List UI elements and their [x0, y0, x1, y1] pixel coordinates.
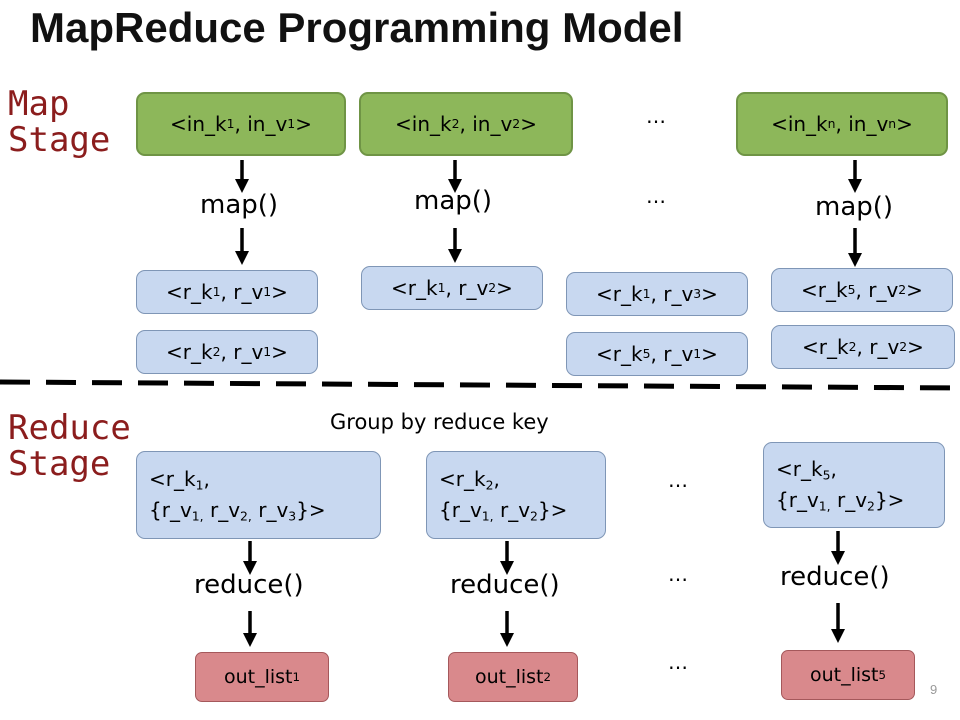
map-stage-label: Map Stage	[8, 84, 111, 160]
ellipsis: …	[668, 468, 688, 492]
ellipsis: …	[646, 104, 666, 128]
ellipsis: …	[668, 650, 688, 674]
slide-title: MapReduce Programming Model	[30, 4, 684, 51]
grouped-pair-5: <r_k5, {r_v1, r_v2}>	[763, 442, 945, 528]
group-values: {r_v1, r_v2}>	[439, 498, 568, 524]
map-function-label: map()	[414, 186, 493, 216]
reduce-stage-label: Reduce Stage	[8, 408, 131, 484]
reduce-function-label: reduce()	[194, 570, 304, 600]
group-key: <r_k2,	[439, 467, 500, 493]
page-number: 9	[930, 682, 938, 697]
group-values: {r_v1, r_v2}>	[776, 488, 905, 514]
group-values: {r_v1, r_v2, r_v3}>	[149, 498, 326, 524]
map-function-label: map()	[200, 190, 279, 220]
ellipsis: …	[646, 184, 666, 208]
grouped-pair-2: <r_k2, {r_v1, r_v2}>	[426, 451, 606, 539]
group-by-caption: Group by reduce key	[330, 410, 549, 434]
group-key: <r_k5,	[776, 457, 837, 483]
reduce-function-label: reduce()	[780, 562, 890, 592]
grouped-pair-1: <r_k1, {r_v1, r_v2, r_v3}>	[136, 451, 381, 539]
stage-separator-line	[0, 379, 960, 391]
ellipsis: …	[668, 562, 688, 586]
group-key: <r_k1,	[149, 467, 210, 493]
map-function-label: map()	[815, 192, 894, 222]
reduce-function-label: reduce()	[450, 570, 560, 600]
